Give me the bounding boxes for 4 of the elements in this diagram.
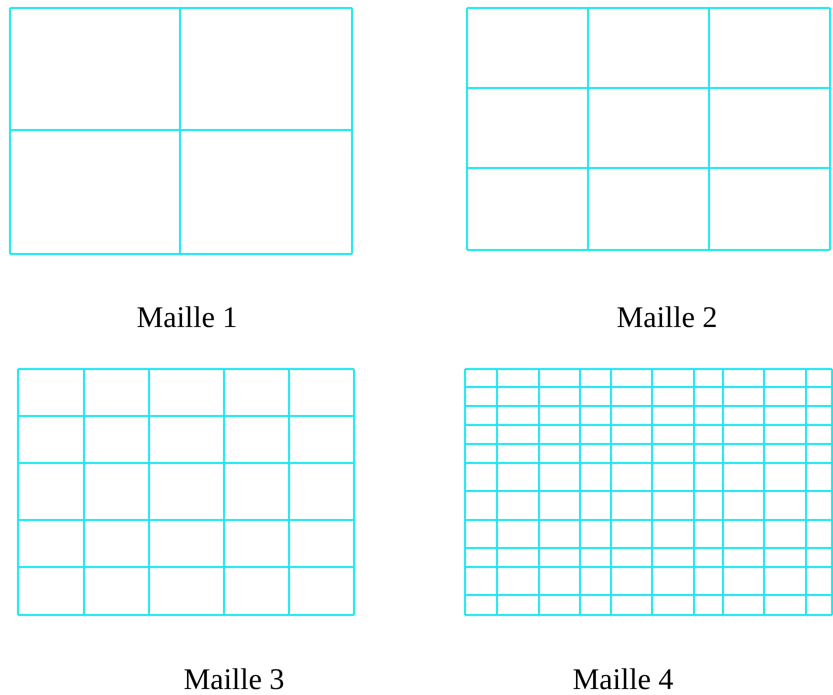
grid-caption: Maille 1: [136, 300, 238, 336]
grid-caption: Maille 2: [616, 300, 718, 336]
grid-caption: Maille 4: [572, 662, 674, 695]
grid-caption: Maille 3: [184, 662, 284, 695]
